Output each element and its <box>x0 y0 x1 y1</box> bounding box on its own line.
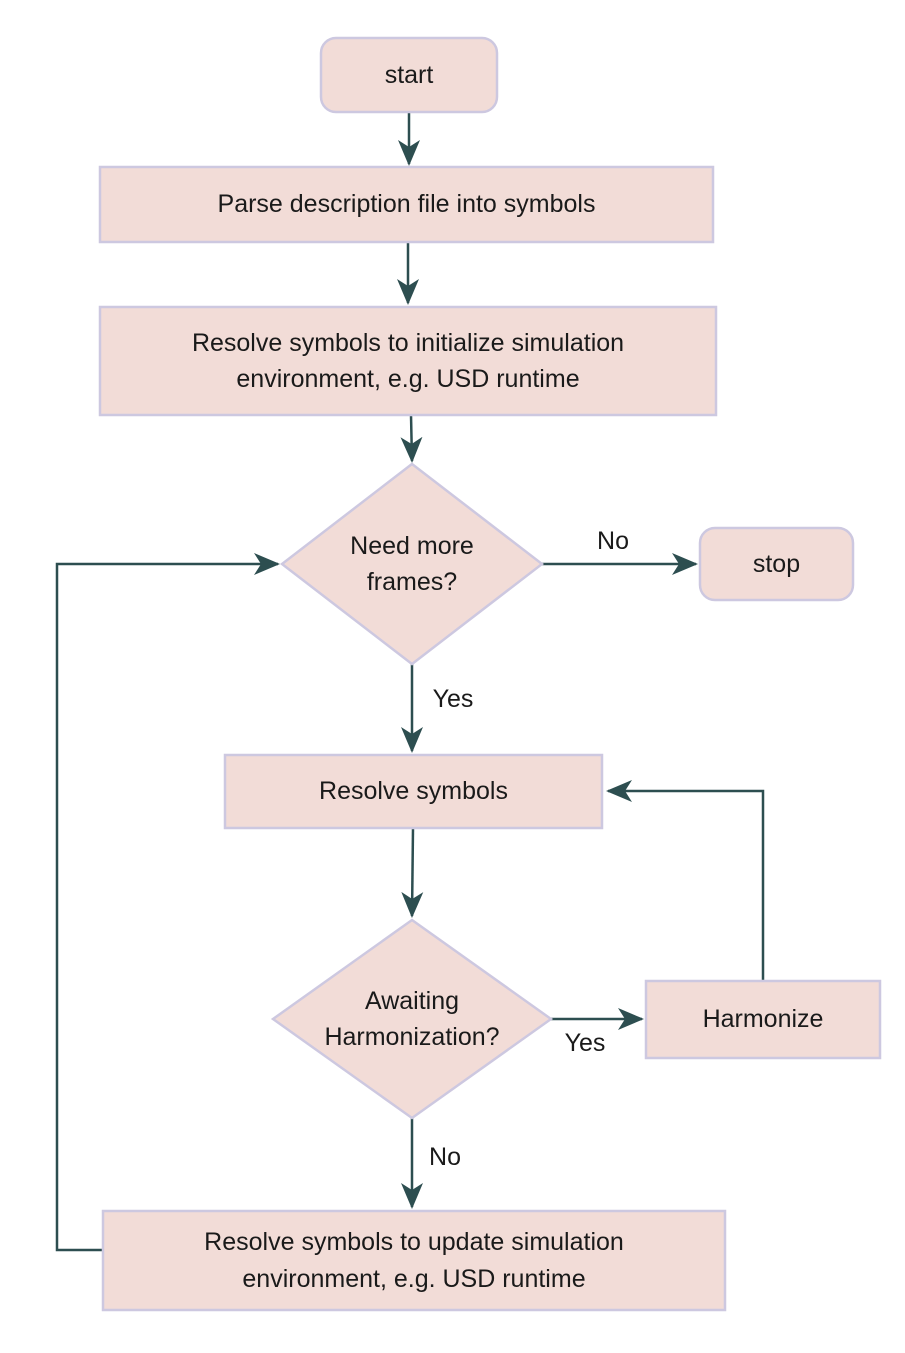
node-layer <box>98 36 882 1312</box>
node-harmonize-shape <box>644 979 882 1060</box>
node-start-label: start <box>384 60 434 89</box>
node-init-shape <box>98 305 718 417</box>
node-update-shape <box>101 1209 727 1312</box>
node-needframes-label: Need more frames? <box>350 531 474 596</box>
node-resolve-shape <box>223 753 604 830</box>
node-init-label: Resolve symbols to initialize simulation… <box>191 328 625 393</box>
edge-layer <box>55 112 765 1252</box>
node-stop-shape <box>698 526 855 602</box>
node-start-shape <box>319 36 499 114</box>
node-stop-label: stop <box>752 549 801 578</box>
node-resolve-label: Resolve symbols <box>319 777 508 806</box>
node-awaiting-label: Awaiting Harmonization? <box>324 986 500 1051</box>
edge-label-needframes-no: No <box>583 525 643 558</box>
node-awaiting-shape <box>270 918 554 1120</box>
edge-resolve-awaiting <box>401 827 424 918</box>
node-harmonize-label: Harmonize <box>702 1005 824 1034</box>
edge-label-awaiting-no: No <box>415 1140 475 1174</box>
edge-update-needframes-loop <box>55 553 280 1252</box>
node-parse-shape <box>98 165 715 244</box>
edge-init-needframes <box>400 414 423 463</box>
node-parse-label: Parse description file into symbols <box>217 190 596 219</box>
node-update-label: Resolve symbols to update simulation env… <box>204 1228 624 1293</box>
edge-harmonize-resolve-loop <box>606 780 765 981</box>
edge-label-needframes-yes: Yes <box>423 682 483 716</box>
node-needframes-shape <box>279 462 545 666</box>
edge-label-awaiting-yes: Yes <box>555 1026 615 1060</box>
